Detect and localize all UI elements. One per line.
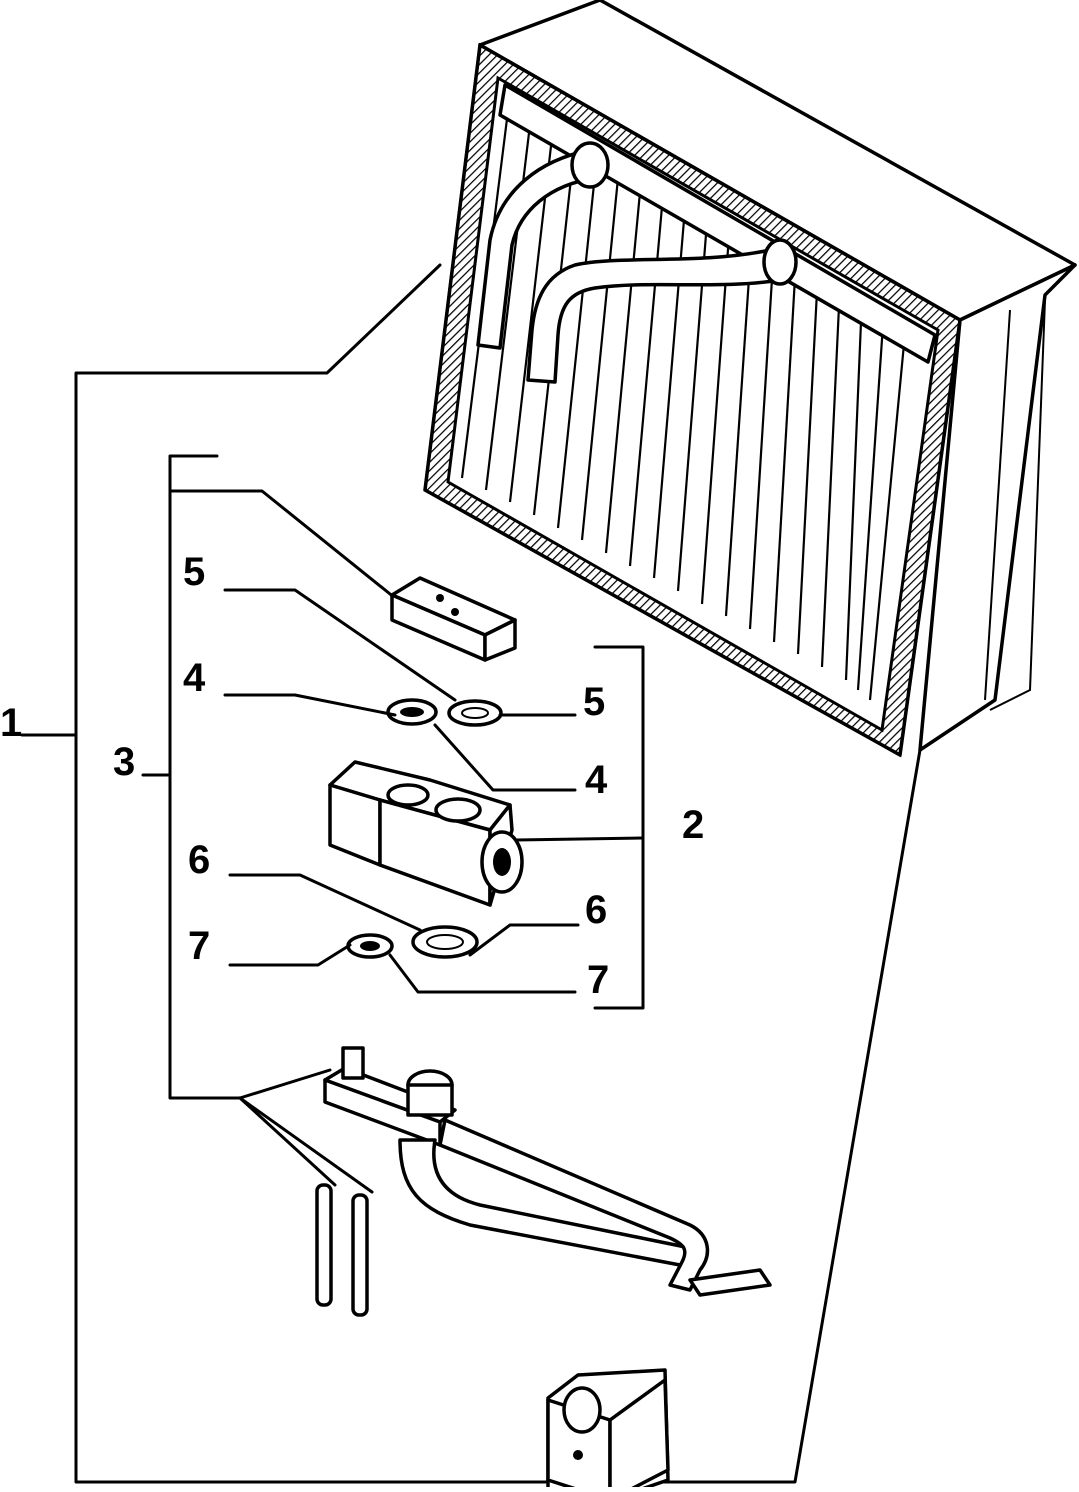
leader-lines bbox=[223, 588, 580, 994]
o-ring-5 bbox=[447, 699, 503, 727]
callout-4-right: 4 bbox=[585, 758, 608, 802]
pipe-assembly bbox=[315, 1046, 772, 1492]
evaporator-unit bbox=[423, 0, 1077, 758]
clip-plate bbox=[390, 576, 517, 662]
callout-7-right: 7 bbox=[587, 958, 610, 1002]
expansion-valve bbox=[328, 760, 524, 907]
callout-6-right: 6 bbox=[585, 888, 608, 932]
callout-4-left: 4 bbox=[183, 656, 206, 700]
callout-6-left: 6 bbox=[188, 838, 211, 882]
assembly-frame-1 bbox=[20, 263, 922, 1484]
o-ring-4 bbox=[386, 698, 438, 726]
callout-5-right: 5 bbox=[583, 680, 606, 724]
o-ring-6 bbox=[411, 925, 479, 959]
bracket-2 bbox=[514, 645, 645, 1010]
bracket-3 bbox=[141, 454, 397, 1194]
o-ring-7 bbox=[346, 933, 394, 959]
callout-2: 2 bbox=[682, 803, 705, 847]
callout-5-left: 5 bbox=[183, 550, 206, 594]
callout-1: 1 bbox=[0, 701, 23, 745]
callout-3: 3 bbox=[113, 740, 136, 784]
callout-7-left: 7 bbox=[188, 924, 211, 968]
